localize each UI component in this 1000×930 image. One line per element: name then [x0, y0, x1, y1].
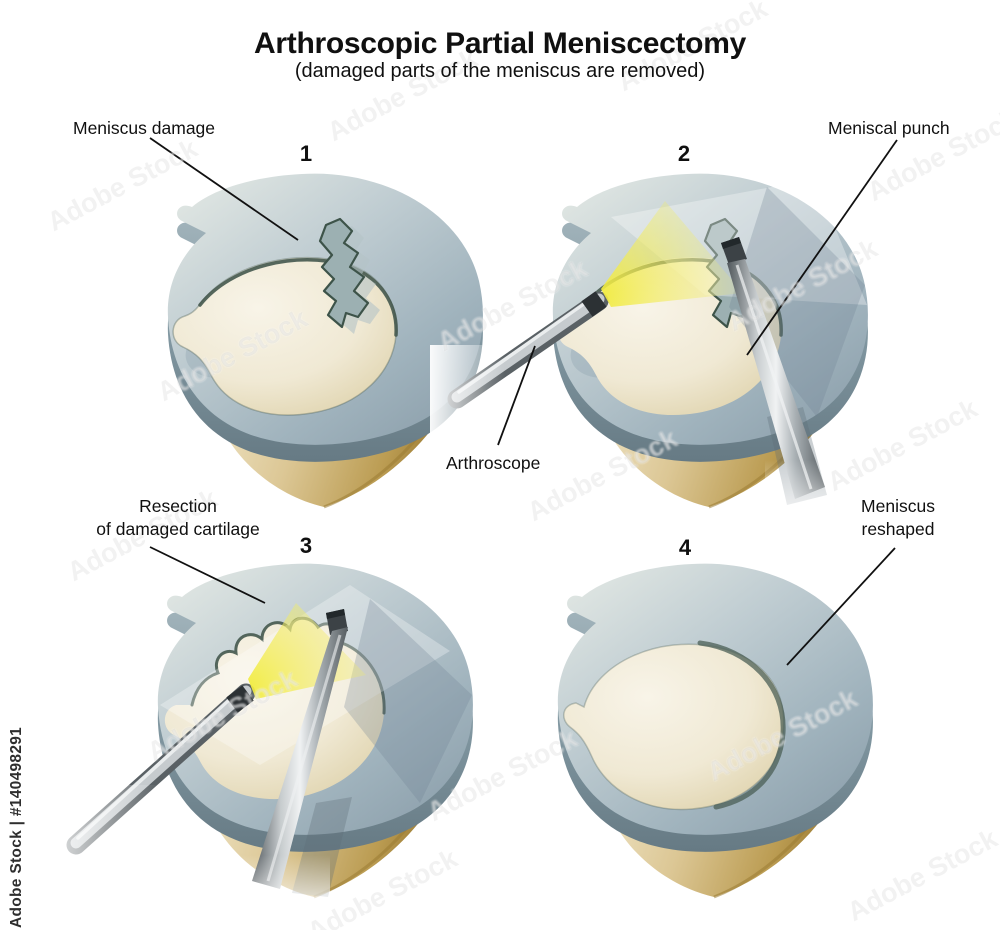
punch-tip — [326, 609, 345, 619]
shadow-sector — [729, 187, 865, 417]
diagram-title: Arthroscopic Partial Meniscectomy — [254, 27, 746, 60]
meniscal-punch-instrument — [721, 237, 825, 499]
tibia-bone — [602, 707, 865, 897]
light-beam — [601, 201, 743, 307]
fade-veil — [430, 345, 505, 435]
light-beam — [248, 603, 366, 699]
panel-3-illustration — [35, 563, 473, 917]
leader-meniscus-damage — [149, 137, 299, 241]
panel-4-illustration — [557, 563, 873, 899]
meniscus-tear — [318, 217, 370, 329]
step-3-number: 3 — [299, 533, 313, 558]
panel-2-illustration — [430, 173, 868, 530]
step-2-number: 2 — [677, 141, 691, 166]
punch-tip — [721, 237, 741, 249]
cartilage-outline — [563, 643, 785, 811]
label-meniscus-reshaped: Meniscus reshaped — [861, 496, 935, 540]
cartilage-surface-reshaped — [563, 644, 784, 810]
leader-meniscus-reshaped — [786, 547, 896, 666]
step-4-number: 4 — [678, 535, 692, 560]
meniscal-punch-instrument — [252, 609, 348, 889]
leader-lines — [149, 137, 898, 666]
watermark-credit: Adobe Stock | #140498291 — [8, 726, 25, 928]
diagram-subtitle: (damaged parts of the meniscus are remov… — [294, 60, 706, 82]
label-meniscal-punch: Meniscal punch — [828, 118, 950, 138]
reshaped-edge-outline — [697, 640, 786, 810]
shadow-sector — [344, 599, 472, 803]
tibia-bone — [597, 317, 860, 507]
arthroscope-tip — [226, 685, 254, 713]
fade-veil — [765, 460, 865, 530]
label-resection: Resection of damaged cartilage — [96, 496, 260, 540]
label-meniscus-damage: Meniscus damage — [73, 118, 216, 138]
tibia-bone — [212, 317, 475, 507]
leader-arthroscope — [497, 345, 536, 446]
panel-1-illustration — [167, 173, 483, 509]
fade-veil — [35, 785, 160, 875]
leader-resection — [149, 546, 266, 604]
leader-meniscal-punch — [746, 139, 898, 356]
arthroscope-tip — [581, 291, 607, 317]
label-arthroscope: Arthroscope — [446, 453, 541, 473]
step-1-number: 1 — [299, 141, 313, 166]
fade-veil — [220, 855, 330, 917]
